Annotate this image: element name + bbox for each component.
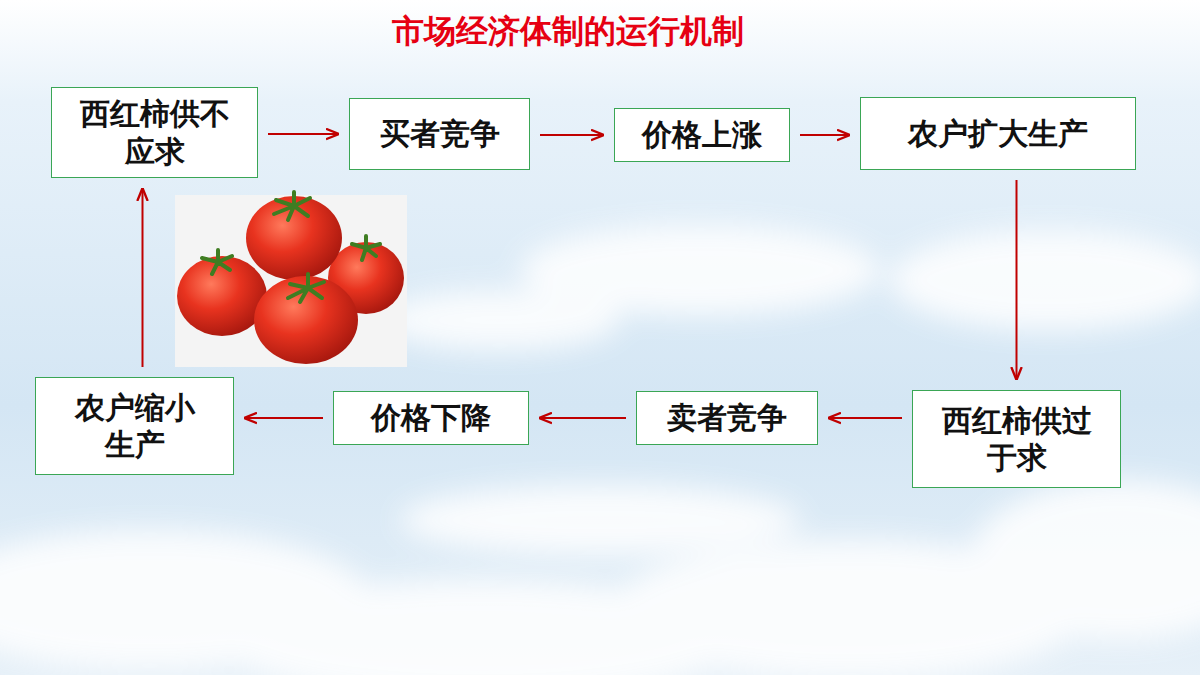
photo-ground	[175, 195, 407, 367]
process-box: 西红柿供过 于求	[912, 390, 1121, 488]
diagram-title: 市场经济体制的运行机制	[300, 12, 835, 50]
flow-arrow	[244, 417, 323, 419]
flow-arrow	[1016, 180, 1018, 380]
flow-arrow	[540, 134, 604, 136]
process-box: 西红柿供不 应求	[51, 87, 258, 178]
process-box: 卖者竞争	[636, 391, 818, 445]
clouds	[0, 225, 1200, 675]
tomatoes	[177, 196, 404, 364]
box-label: 农户缩小 生产	[56, 389, 213, 464]
flow-arrow	[800, 134, 850, 136]
process-box: 农户缩小 生产	[35, 377, 234, 475]
box-label: 买者竞争	[380, 115, 500, 153]
flow-arrow	[268, 133, 339, 135]
process-box: 价格上涨	[614, 108, 790, 162]
box-label: 价格下降	[371, 399, 491, 437]
box-label: 西红柿供不 应求	[72, 95, 237, 170]
tomato-stems	[202, 192, 380, 302]
process-box: 价格下降	[333, 391, 529, 445]
box-label: 价格上涨	[642, 116, 762, 154]
box-label: 卖者竞争	[667, 399, 787, 437]
flow-arrow	[539, 417, 626, 419]
box-label: 西红柿供过 于求	[933, 402, 1100, 477]
process-box: 农户扩大生产	[860, 97, 1136, 170]
box-label: 农户扩大生产	[908, 115, 1088, 153]
process-box: 买者竞争	[349, 98, 530, 170]
flow-arrow	[828, 417, 902, 419]
flow-arrow	[142, 188, 144, 367]
